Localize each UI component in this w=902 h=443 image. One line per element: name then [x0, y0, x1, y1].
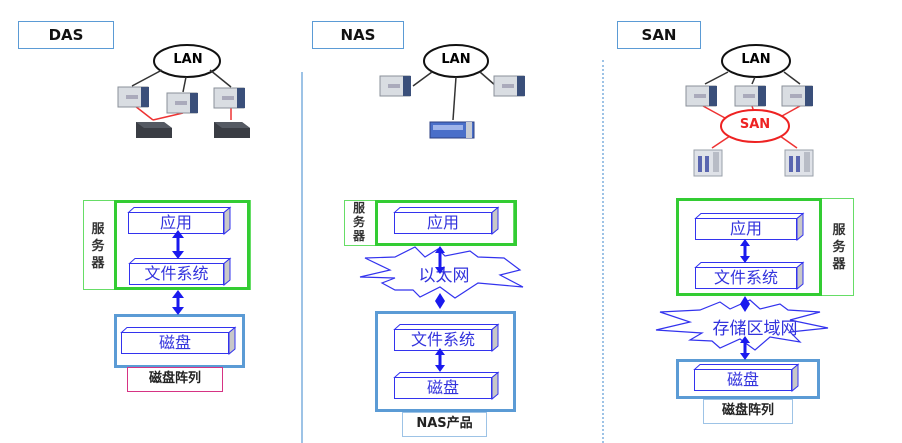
- san-storage-box: [676, 359, 820, 399]
- san-fc-link: [702, 105, 726, 119]
- panel-divider-solid: [301, 72, 303, 443]
- das-storage-link: [134, 105, 154, 121]
- san-fc-link: [711, 135, 731, 149]
- san-layer-app: 应用: [694, 212, 805, 242]
- bidirectional-arrow: [172, 230, 184, 259]
- das-server-box: [114, 200, 250, 290]
- das-storage-box: [114, 314, 245, 368]
- bidirectional-arrow: [740, 296, 750, 312]
- server-icon: [379, 75, 411, 97]
- das-lan-link: [209, 69, 232, 88]
- das-layer-fs: 文件系统: [128, 257, 232, 287]
- nas-device-icon: [429, 121, 475, 139]
- das-lan-link: [131, 69, 163, 87]
- san-lan-label: LAN: [741, 52, 771, 67]
- san-server-label: 服务器: [832, 223, 846, 272]
- das-layer-disk: 磁盘: [120, 326, 237, 356]
- panel-divider-dotted: [602, 60, 604, 443]
- server-icon: [493, 75, 525, 97]
- nas-layer-fs: 文件系统: [393, 323, 500, 353]
- layer-3d-face: [393, 323, 500, 353]
- nas-lan-link: [479, 71, 497, 87]
- server-icon: [213, 87, 245, 109]
- san-fc-link: [781, 105, 801, 117]
- nas-lan-link: [412, 71, 433, 87]
- bidirectional-arrow: [435, 348, 445, 372]
- das-title: DAS: [18, 21, 114, 49]
- layer-3d-face: [694, 212, 805, 242]
- nas-server-label: 服务器: [352, 201, 365, 243]
- nas-layer-disk: 磁盘: [393, 371, 500, 401]
- nas-title: NAS: [312, 21, 404, 49]
- bidirectional-arrow: [435, 293, 445, 309]
- bidirectional-arrow: [172, 290, 184, 315]
- server-icon: [166, 92, 198, 114]
- san-server-box: [676, 198, 822, 296]
- san-lan-link: [783, 71, 801, 85]
- disk-storage-icon: [136, 122, 172, 138]
- nas-layer-app: 应用: [393, 206, 500, 236]
- nas-server-box: [375, 200, 517, 246]
- server-icon: [781, 85, 813, 107]
- san-cloud-label: 存储区域网: [712, 319, 798, 339]
- disk-storage-icon: [214, 122, 250, 138]
- san-layer-disk: 磁盘: [693, 363, 800, 393]
- san-title: SAN: [617, 21, 701, 49]
- server-icon: [685, 85, 717, 107]
- layer-3d-face: [693, 363, 800, 393]
- nas-storage-label: NAS产品: [402, 412, 487, 437]
- bidirectional-arrow: [740, 239, 750, 263]
- disk-array-icon: [784, 149, 814, 177]
- das-lan-link: [182, 76, 187, 93]
- bidirectional-arrow: [435, 246, 445, 274]
- nas-cloud-label: 以太网: [418, 266, 470, 286]
- das-storage-label: 磁盘阵列: [127, 367, 223, 392]
- san-lan-link: [704, 71, 729, 85]
- das-server-label: 服务器: [91, 222, 105, 271]
- das-storage-link: [152, 112, 184, 121]
- nas-storage-box: [375, 311, 516, 412]
- bidirectional-arrow: [740, 336, 750, 360]
- san-fc-link: [779, 135, 798, 149]
- san-storage-label: 磁盘阵列: [703, 399, 793, 424]
- das-lan-label: LAN: [173, 52, 203, 67]
- san-lan-ellipse: [721, 44, 791, 78]
- layer-3d-face: [393, 206, 500, 236]
- layer-3d-face: [128, 257, 232, 287]
- san-network-label: SAN: [739, 117, 771, 132]
- san-layer-fs: 文件系统: [694, 261, 805, 291]
- server-icon: [734, 85, 766, 107]
- nas-lan-link: [452, 76, 457, 121]
- san-lan-link: [751, 76, 756, 85]
- san-ellipse: [720, 109, 790, 143]
- nas-lan-label: LAN: [441, 52, 471, 67]
- disk-array-icon: [693, 149, 723, 177]
- server-icon: [117, 86, 149, 108]
- das-lan-ellipse: [153, 44, 221, 78]
